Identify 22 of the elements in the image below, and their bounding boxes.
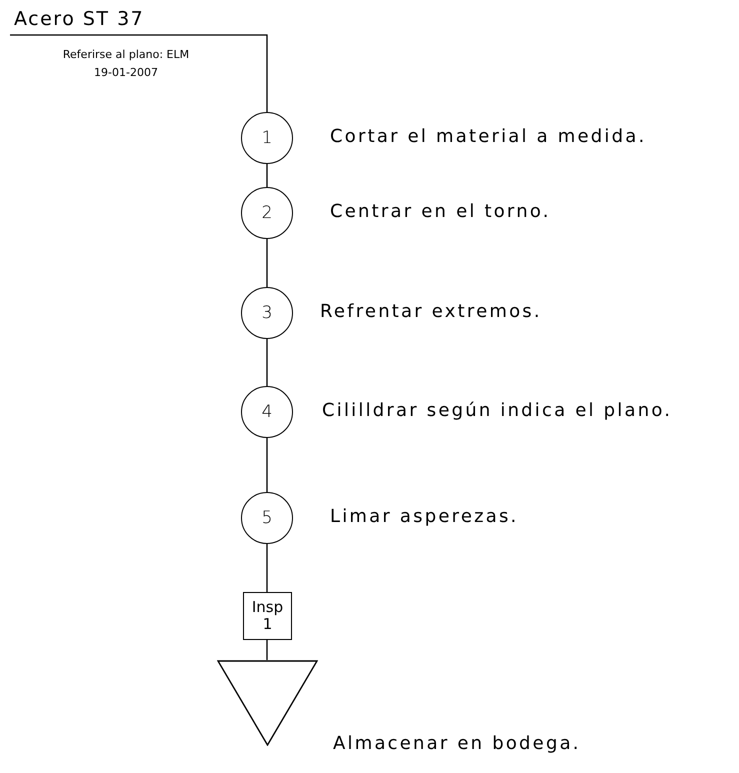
- step-description: Cililldrar según indica el plano.: [322, 400, 672, 421]
- operation-circle: 2: [241, 187, 293, 239]
- flow-line: [266, 640, 268, 660]
- operation-circle: 1: [241, 112, 293, 164]
- step-description: Refrentar extremos.: [320, 301, 542, 322]
- flow-line: [10, 34, 268, 112]
- operation-circle: 4: [241, 386, 293, 438]
- flow-line: [266, 544, 268, 592]
- flow-line: [266, 164, 268, 187]
- flow-line: [266, 339, 268, 386]
- operation-circle: 5: [241, 492, 293, 544]
- flow-line: [266, 239, 268, 287]
- material-label: Acero ST 37: [14, 8, 144, 30]
- step-description: Almacenar en bodega.: [333, 733, 581, 754]
- operation-circle: 3: [241, 287, 293, 339]
- step-description: Cortar el material a medida.: [330, 126, 646, 147]
- inspection-box: Insp 1: [243, 592, 292, 640]
- step-description: Centrar en el torno.: [330, 201, 551, 222]
- step-description: Limar asperezas.: [330, 506, 518, 527]
- flow-line: [266, 438, 268, 492]
- drawing-reference-note: Referirse al plano: ELM 19-01-2007: [62, 47, 190, 81]
- storage-triangle: [217, 660, 318, 746]
